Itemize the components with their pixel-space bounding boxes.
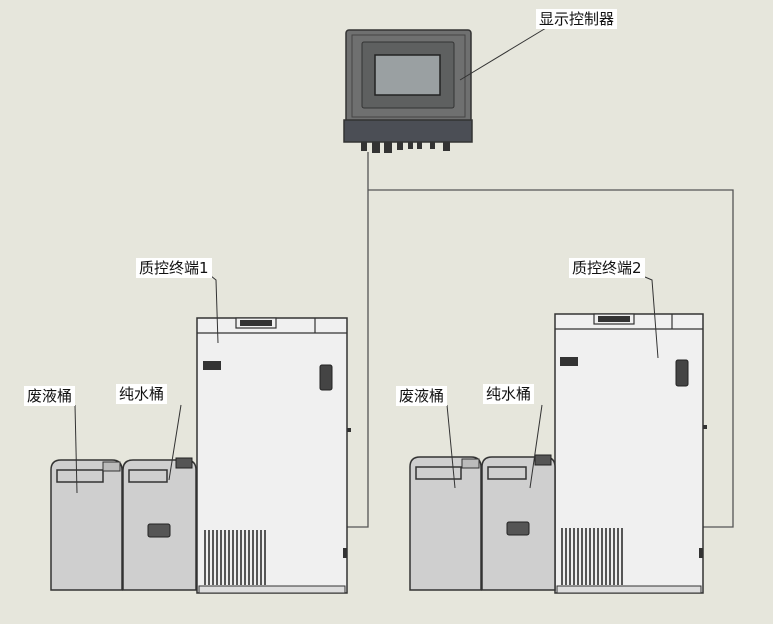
label-pure-water-bucket-1: 纯水桶 <box>116 384 168 404</box>
pure-water-bucket-2 <box>481 454 556 591</box>
leader-water-1 <box>168 404 182 481</box>
controller-screen <box>374 54 441 96</box>
pure-water-bucket-1 <box>122 457 197 591</box>
terminal-1-vent-grille <box>204 530 266 585</box>
display-controller <box>343 29 473 153</box>
controller-connectors <box>361 142 450 153</box>
waste-liquid-bucket-2 <box>409 456 482 591</box>
quality-control-terminal-2 <box>554 313 707 594</box>
label-display-controller: 显示控制器 <box>536 9 618 29</box>
cable-controller-to-terminal-1 <box>346 152 369 528</box>
cable-controller-to-terminal-2 <box>368 189 734 528</box>
leader-terminal-1 <box>210 275 219 344</box>
leader-lines <box>74 27 659 494</box>
waste-liquid-bucket-1 <box>50 459 123 591</box>
quality-control-terminal-1 <box>196 317 351 594</box>
connection-cables <box>346 152 734 528</box>
label-waste-bucket-2: 废液桶 <box>396 386 448 406</box>
leader-terminal-2 <box>644 276 659 359</box>
leader-water-2 <box>529 404 543 489</box>
label-waste-bucket-1: 废液桶 <box>24 386 76 406</box>
label-pure-water-bucket-2: 纯水桶 <box>483 384 535 404</box>
leader-waste-2 <box>446 404 456 489</box>
leader-waste-1 <box>74 404 78 494</box>
terminal-2-vent-grille <box>561 528 623 585</box>
label-terminal-2: 质控终端2 <box>569 258 645 278</box>
label-terminal-1: 质控终端1 <box>136 258 212 278</box>
leader-controller <box>459 27 547 81</box>
